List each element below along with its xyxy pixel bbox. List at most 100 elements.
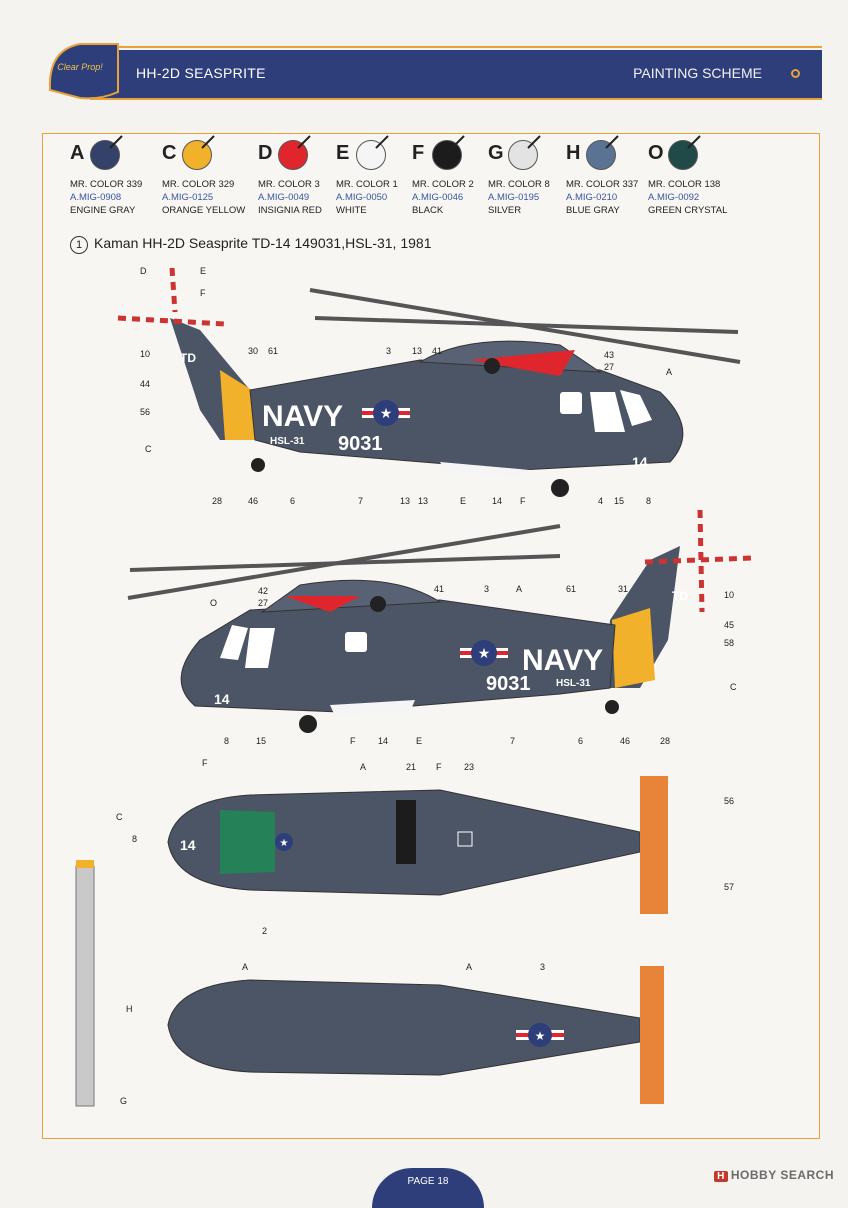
tail-yellow-band — [220, 370, 258, 440]
modex-text: 14 — [180, 837, 196, 853]
callout-side2: 8 — [224, 736, 229, 746]
tail-rotor — [117, 315, 226, 327]
paint-circle-icon — [356, 140, 386, 170]
callout-side1: 7 — [358, 496, 363, 506]
callout-side1: 8 — [646, 496, 651, 506]
callout-side1: 44 — [140, 379, 150, 389]
national-insignia: ★ — [275, 833, 293, 851]
mr-color-code: MR. COLOR 2 — [412, 179, 474, 190]
callout-side2: C — [730, 682, 737, 692]
mr-color-code: MR. COLOR 1 — [336, 179, 398, 190]
national-insignia: ★ — [460, 640, 508, 666]
tail-stripe-top — [640, 776, 668, 914]
modex-text: 14 — [214, 691, 230, 707]
callout-side2: 41 — [434, 584, 444, 594]
navy-text: NAVY — [262, 400, 343, 433]
callout-side1: F — [520, 496, 526, 506]
paint-circle-icon — [586, 140, 616, 170]
callout-side1: 41 — [432, 346, 442, 356]
color-name: ENGINE GRAY — [70, 205, 136, 216]
svg-text:★: ★ — [280, 838, 289, 849]
callout-top: F — [436, 762, 442, 772]
callout-side1: F — [200, 288, 206, 298]
callout-side1: 43 — [604, 350, 614, 360]
color-letter: G — [488, 142, 504, 164]
callout-side1: E — [200, 266, 206, 276]
squadron-text: HSL-31 — [556, 678, 591, 689]
callout-side1: 46 — [248, 496, 258, 506]
callout-side2: 31 — [618, 584, 628, 594]
header-bar — [90, 50, 822, 98]
callout-side2: 6 — [578, 736, 583, 746]
color-name: GREEN CRYSTAL — [648, 205, 728, 216]
callout-side2: E — [416, 736, 422, 746]
blade-tip — [76, 860, 94, 868]
callout-side2: 14 — [378, 736, 388, 746]
tail-code-text: TD — [180, 351, 196, 365]
main-wheel — [551, 479, 569, 497]
sponson — [330, 700, 415, 716]
page-header: Clear Prop! HH-2D SEASPRITE PAINTING SCH… — [40, 40, 822, 102]
fuselage — [180, 599, 616, 713]
color-name: BLACK — [412, 205, 444, 216]
clear-prop-logo: Clear Prop! — [48, 43, 119, 100]
brush-icon — [375, 135, 389, 149]
watermark-text: HOBBY SEARCH — [730, 1168, 834, 1182]
brush-icon — [109, 135, 123, 149]
national-insignia: ★ — [516, 1023, 564, 1047]
paint-circle-icon — [508, 140, 538, 170]
brush-icon — [605, 135, 619, 149]
cockpit-window — [620, 390, 652, 426]
callout-side1: 27 — [604, 362, 614, 372]
window — [560, 392, 582, 414]
callout-side1: 15 — [614, 496, 624, 506]
callout-side2: 58 — [724, 638, 734, 648]
cockpit-window — [590, 392, 625, 432]
callout-side2: 61 — [566, 584, 576, 594]
bottom-fuselage — [167, 979, 641, 1076]
color-letter: D — [258, 142, 273, 164]
mig-code: A.MIG-0050 — [336, 192, 388, 203]
top-view: 14 ★ — [75, 776, 668, 1107]
callout-top: 21 — [406, 762, 416, 772]
color-name: INSIGNIA RED — [258, 205, 322, 216]
cockpit-window — [220, 625, 248, 660]
svg-text:★: ★ — [535, 1029, 546, 1043]
callout-side1: 13 — [418, 496, 428, 506]
callout-top: 57 — [724, 882, 734, 892]
paint-circle-icon — [90, 140, 120, 170]
callout-side1: 56 — [140, 407, 150, 417]
callout-side2: 27 — [258, 598, 268, 608]
side-view-left: NAVY 9031 HSL-31 14 TD ★ — [127, 509, 753, 733]
svg-text:★: ★ — [380, 405, 393, 421]
walkway-panel — [396, 800, 416, 864]
tail-wheel — [605, 700, 619, 714]
callout-side1: 10 — [140, 349, 150, 359]
callout-side2: F — [350, 736, 356, 746]
callout-top: H — [126, 1004, 133, 1014]
brush-icon — [201, 135, 215, 149]
mig-code: A.MIG-0046 — [412, 192, 464, 203]
brush-icon — [297, 135, 311, 149]
callout-bottom: A — [466, 962, 472, 972]
scheme-number: 1 — [70, 236, 88, 254]
brush-icon — [687, 135, 701, 149]
scheme-title-text: Kaman HH-2D Seasprite TD-14 149031,HSL-3… — [94, 235, 432, 251]
bottom-view: ★ — [167, 966, 664, 1104]
callout-side2: 42 — [258, 586, 268, 596]
rotor-blade — [314, 316, 739, 334]
mig-code: A.MIG-0210 — [566, 192, 618, 203]
callout-side1: 14 — [492, 496, 502, 506]
mr-color-code: MR. COLOR 329 — [162, 179, 235, 190]
paint-circle-icon — [278, 140, 308, 170]
callout-side2: A — [516, 584, 522, 594]
mr-color-code: MR. COLOR 138 — [648, 179, 721, 190]
mr-color-code: MR. COLOR 339 — [70, 179, 143, 190]
callout-side2: O — [210, 598, 217, 608]
color-name: BLUE GRAY — [566, 205, 620, 216]
callout-side1: 3 — [386, 346, 391, 356]
sponson — [440, 462, 530, 478]
window — [345, 632, 367, 652]
